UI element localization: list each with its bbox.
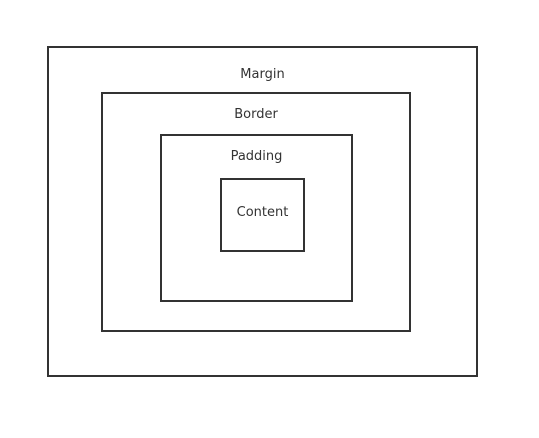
content-box: Content	[220, 178, 305, 252]
content-label: Content	[236, 205, 289, 220]
padding-box: Padding	[160, 134, 353, 302]
border-label: Border	[234, 107, 278, 122]
padding-label: Padding	[230, 149, 283, 164]
margin-box: Margin	[47, 46, 478, 377]
border-box: Border	[101, 92, 411, 332]
margin-label: Margin	[240, 67, 285, 82]
